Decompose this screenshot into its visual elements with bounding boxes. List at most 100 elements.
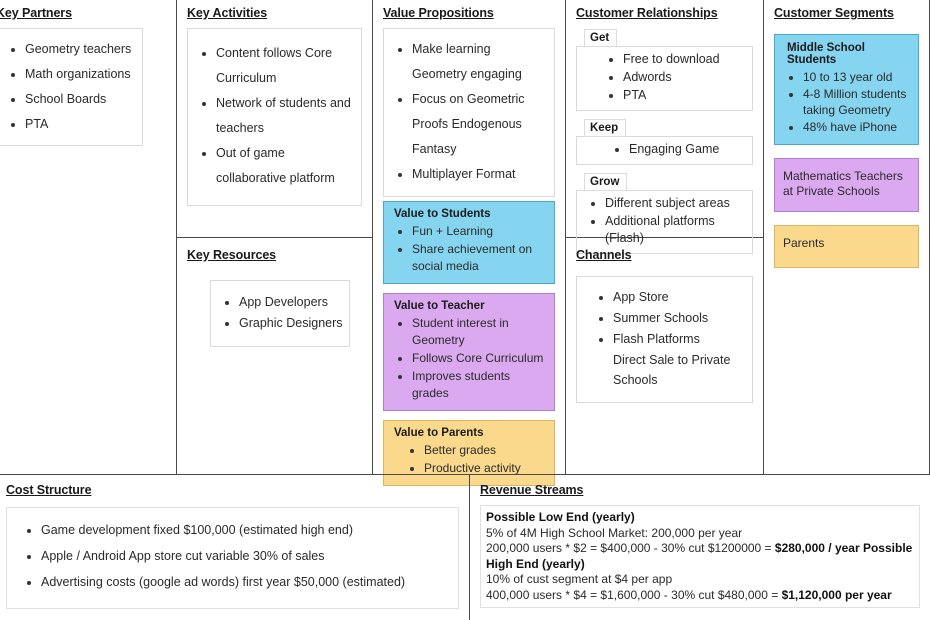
list-item: Flash Platforms [613,329,746,349]
list-item: Improves students grades [412,368,548,402]
canvas-bottom-band: Cost Structure Game development fixed $1… [0,474,930,620]
cell-key-activities: Key Activities Content follows Core Curr… [177,0,372,238]
list-item: Advertising costs (google ad words) firs… [41,570,452,595]
list-item: Network of students and teachers [216,91,355,141]
list-item: 48% have iPhone [803,119,910,135]
column-value-propositions: Value Propositions Make learning Geometr… [373,0,566,486]
list-item: Student interest in Geometry [412,315,548,349]
list-item: Apple / Android App store cut variable 3… [41,544,452,569]
revenue-line-with-bold-tail: 200,000 users * $2 = $400,000 - 30% cut … [486,541,913,572]
spacer [576,165,753,172]
revenue-line-plain: 200,000 users * $2 = $400,000 - 30% cut … [486,541,775,555]
list-item: Out of game collaborative platform [216,141,355,191]
list-item: Summer Schools [613,308,746,328]
group-get-list: Free to download Adwords PTA [623,51,746,104]
key-activities-box: Content follows Core Curriculum Network … [187,28,362,206]
list-item: Multiplayer Format [412,162,548,187]
group-label-get: Get [584,29,618,47]
segment-mathematics-teachers: Mathematics Teachers at Private Schools [774,158,919,212]
revenue-streams-box: Possible Low End (yearly) 5% of 4M High … [480,505,920,608]
revenue-line-bold: $1,120,000 per year [781,587,892,602]
value-card-students-title: Value to Students [394,208,491,220]
cell-key-partners: Key Partners Geometry teachers Math orga… [0,0,176,152]
cell-key-resources: Key Resources App Developers Graphic Des… [177,238,372,353]
revenue-line-bold: $280,000 / year Possible High End (yearl… [486,541,913,571]
group-keep-list: Engaging Game [629,141,746,158]
canvas-top-band: Key Partners Geometry teachers Math orga… [0,0,930,474]
group-label-keep: Keep [584,119,627,137]
group-grow-list: Different subject areas Additional platf… [605,195,746,247]
revenue-line: 5% of 4M High School Market: 200,000 per… [486,525,743,540]
value-card-parents-title: Value to Parents [394,427,484,439]
relationship-group-get: Get Free to download Adwords PTA [576,28,753,111]
group-box-keep: Engaging Game [576,136,753,165]
list-item: App Store [613,287,746,307]
relationship-group-grow: Grow Different subject areas Additional … [576,172,753,254]
group-box-get: Free to download Adwords PTA [576,46,753,111]
column-cost-structure: Cost Structure Game development fixed $1… [0,475,470,620]
value-card-teacher-title: Value to Teacher [394,300,485,312]
column-revenue-streams: Revenue Streams Possible Low End (yearly… [470,475,930,620]
list-item: Engaging Game [629,141,746,158]
channels-continuation-line-2: Schools [613,373,658,387]
list-item: Different subject areas [605,195,746,212]
value-card-teacher-list: Student interest in Geometry Follows Cor… [412,315,548,402]
cell-value-propositions: Value Propositions Make learning Geometr… [373,0,565,492]
list-item: App Developers [239,292,343,312]
list-item: Focus on Geometric Proofs Endogenous Fan… [412,87,548,162]
value-card-students-list: Fun + Learning Share achievement on soci… [412,223,548,275]
group-label-grow: Grow [584,173,628,191]
key-partners-box: Geometry teachers Math organizations Sch… [0,28,143,146]
cost-structure-list: Game development fixed $100,000 (estimat… [41,518,452,595]
value-card-parents-list: Better grades Productive activity [424,442,548,477]
list-item: Geometry teachers [25,37,136,62]
cost-structure-title: Cost Structure [6,483,92,497]
cell-customer-segments: Customer Segments Middle School Students… [764,0,929,287]
list-item: Additional platforms (Flash) [605,213,746,247]
value-card-teacher: Value to Teacher Student interest in Geo… [383,293,555,411]
list-item: Productive activity [424,460,548,477]
list-item: Fun + Learning [412,223,548,240]
cost-structure-box: Game development fixed $100,000 (estimat… [6,507,459,609]
segment-title: Mathematics Teachers at Private Schools [783,169,903,198]
value-propositions-title: Value Propositions [383,6,494,20]
value-propositions-box: Make learning Geometry engaging Focus on… [383,28,555,197]
key-resources-list: App Developers Graphic Designers [239,292,343,333]
key-partners-list: Geometry teachers Math organizations Sch… [25,37,136,137]
list-item: Free to download [623,51,746,68]
segment-middle-school-students: Middle School Students 10 to 13 year old… [774,34,919,145]
list-item: Share achievement on social media [412,241,548,275]
list-item: Make learning Geometry engaging [412,37,548,87]
list-item: PTA [623,87,746,104]
list-item: Better grades [424,442,548,459]
column-customer-segments: Customer Segments Middle School Students… [764,0,930,474]
key-resources-title: Key Resources [187,248,277,262]
list-item: 10 to 13 year old [803,69,910,85]
list-item: School Boards [25,87,136,112]
list-item: Math organizations [25,62,136,87]
column-key-activities: Key Activities Content follows Core Curr… [177,0,373,474]
segment-parents: Parents [774,225,919,268]
cell-channels: Channels App Store Summer Schools Flash … [566,238,763,409]
channels-list: App Store Summer Schools Flash Platforms [613,287,746,349]
segment-list: 10 to 13 year old 4-8 Million students t… [803,69,910,135]
key-resources-box: App Developers Graphic Designers [210,280,350,347]
customer-relationships-title: Customer Relationships [576,6,718,20]
channels-box: App Store Summer Schools Flash Platforms… [576,276,753,403]
customer-segments-title: Customer Segments [774,6,894,20]
list-item: Adwords [623,69,746,86]
list-item: PTA [25,112,136,137]
spacer [576,111,753,118]
segment-title: Middle School Students [787,42,865,66]
value-card-students: Value to Students Fun + Learning Share a… [383,201,555,284]
list-item: Follows Core Curriculum [412,350,548,367]
revenue-line-plain: 400,000 users * $4 = $1,600,000 - 30% cu… [486,587,782,602]
key-activities-title: Key Activities [187,6,268,20]
channels-title: Channels [576,248,632,262]
list-item: 4-8 Million students taking Geometry [803,86,910,118]
relationship-group-keep: Keep Engaging Game [576,118,753,165]
list-item: Content follows Core Curriculum [216,41,355,91]
revenue-line: Possible Low End (yearly) [486,510,635,524]
group-box-grow: Different subject areas Additional platf… [576,190,753,254]
